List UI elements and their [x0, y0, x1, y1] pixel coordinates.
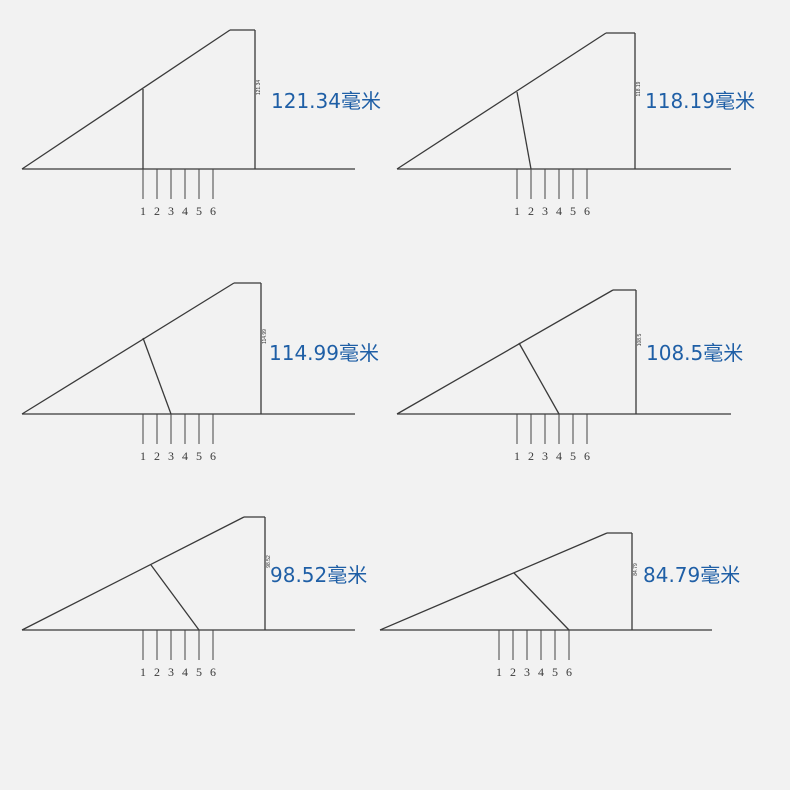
dimension-label: 114.99 [262, 329, 268, 344]
tick-label: 5 [570, 204, 576, 218]
tick-label: 2 [154, 665, 160, 679]
tick-label: 6 [210, 449, 216, 463]
tick-label: 1 [514, 204, 520, 218]
tick-label: 3 [168, 665, 174, 679]
strut-line [142, 337, 172, 415]
tick-label: 2 [528, 204, 534, 218]
tick-label: 1 [514, 449, 520, 463]
measurement-label: 108.5毫米 [646, 341, 743, 365]
tick-label: 5 [570, 449, 576, 463]
slope-line [21, 29, 231, 170]
tick-label: 3 [168, 449, 174, 463]
tick-label: 4 [538, 665, 544, 679]
tick-label: 6 [566, 665, 572, 679]
tick-label: 2 [154, 204, 160, 218]
tick-label: 2 [510, 665, 516, 679]
tick-label: 4 [556, 449, 562, 463]
tick-label: 5 [196, 204, 202, 218]
tick-label: 4 [182, 449, 188, 463]
tick-label: 3 [542, 449, 548, 463]
tick-label: 4 [556, 204, 562, 218]
tick-label: 1 [140, 204, 146, 218]
tick-label: 5 [552, 665, 558, 679]
tick-label: 2 [154, 449, 160, 463]
tick-label: 6 [584, 204, 590, 218]
tick-label: 6 [210, 665, 216, 679]
measurement-label: 118.19毫米 [645, 89, 755, 113]
measurement-label: 98.52毫米 [270, 563, 367, 587]
measurement-label: 114.99毫米 [269, 341, 379, 365]
tick-label: 3 [542, 204, 548, 218]
slope-line [379, 532, 608, 631]
slope-line [21, 516, 245, 631]
measurement-label: 84.79毫米 [643, 563, 740, 587]
tick-label: 2 [528, 449, 534, 463]
tick-label: 6 [210, 204, 216, 218]
slope-line [396, 289, 614, 415]
tick-label: 1 [140, 449, 146, 463]
tick-label: 4 [182, 665, 188, 679]
tick-label: 1 [496, 665, 502, 679]
tick-label: 6 [584, 449, 590, 463]
measurement-label: 121.34毫米 [271, 89, 381, 113]
tick-label: 4 [182, 204, 188, 218]
slope-line [21, 282, 235, 415]
tick-label: 3 [168, 204, 174, 218]
slope-line [396, 32, 607, 170]
strut-line [150, 564, 200, 631]
dimension-label: 84.79 [633, 563, 639, 576]
strut-line [513, 572, 570, 631]
dimension-label: 118.19 [636, 81, 642, 96]
tick-label: 3 [524, 665, 530, 679]
tick-label: 5 [196, 449, 202, 463]
strut-line [518, 342, 560, 415]
dimension-label: 121.34 [256, 80, 262, 96]
tick-label: 5 [196, 665, 202, 679]
tick-label: 1 [140, 665, 146, 679]
dimension-label: 108.5 [637, 334, 643, 347]
strut-line [516, 91, 532, 170]
dimension-label: 98.52 [266, 555, 272, 568]
